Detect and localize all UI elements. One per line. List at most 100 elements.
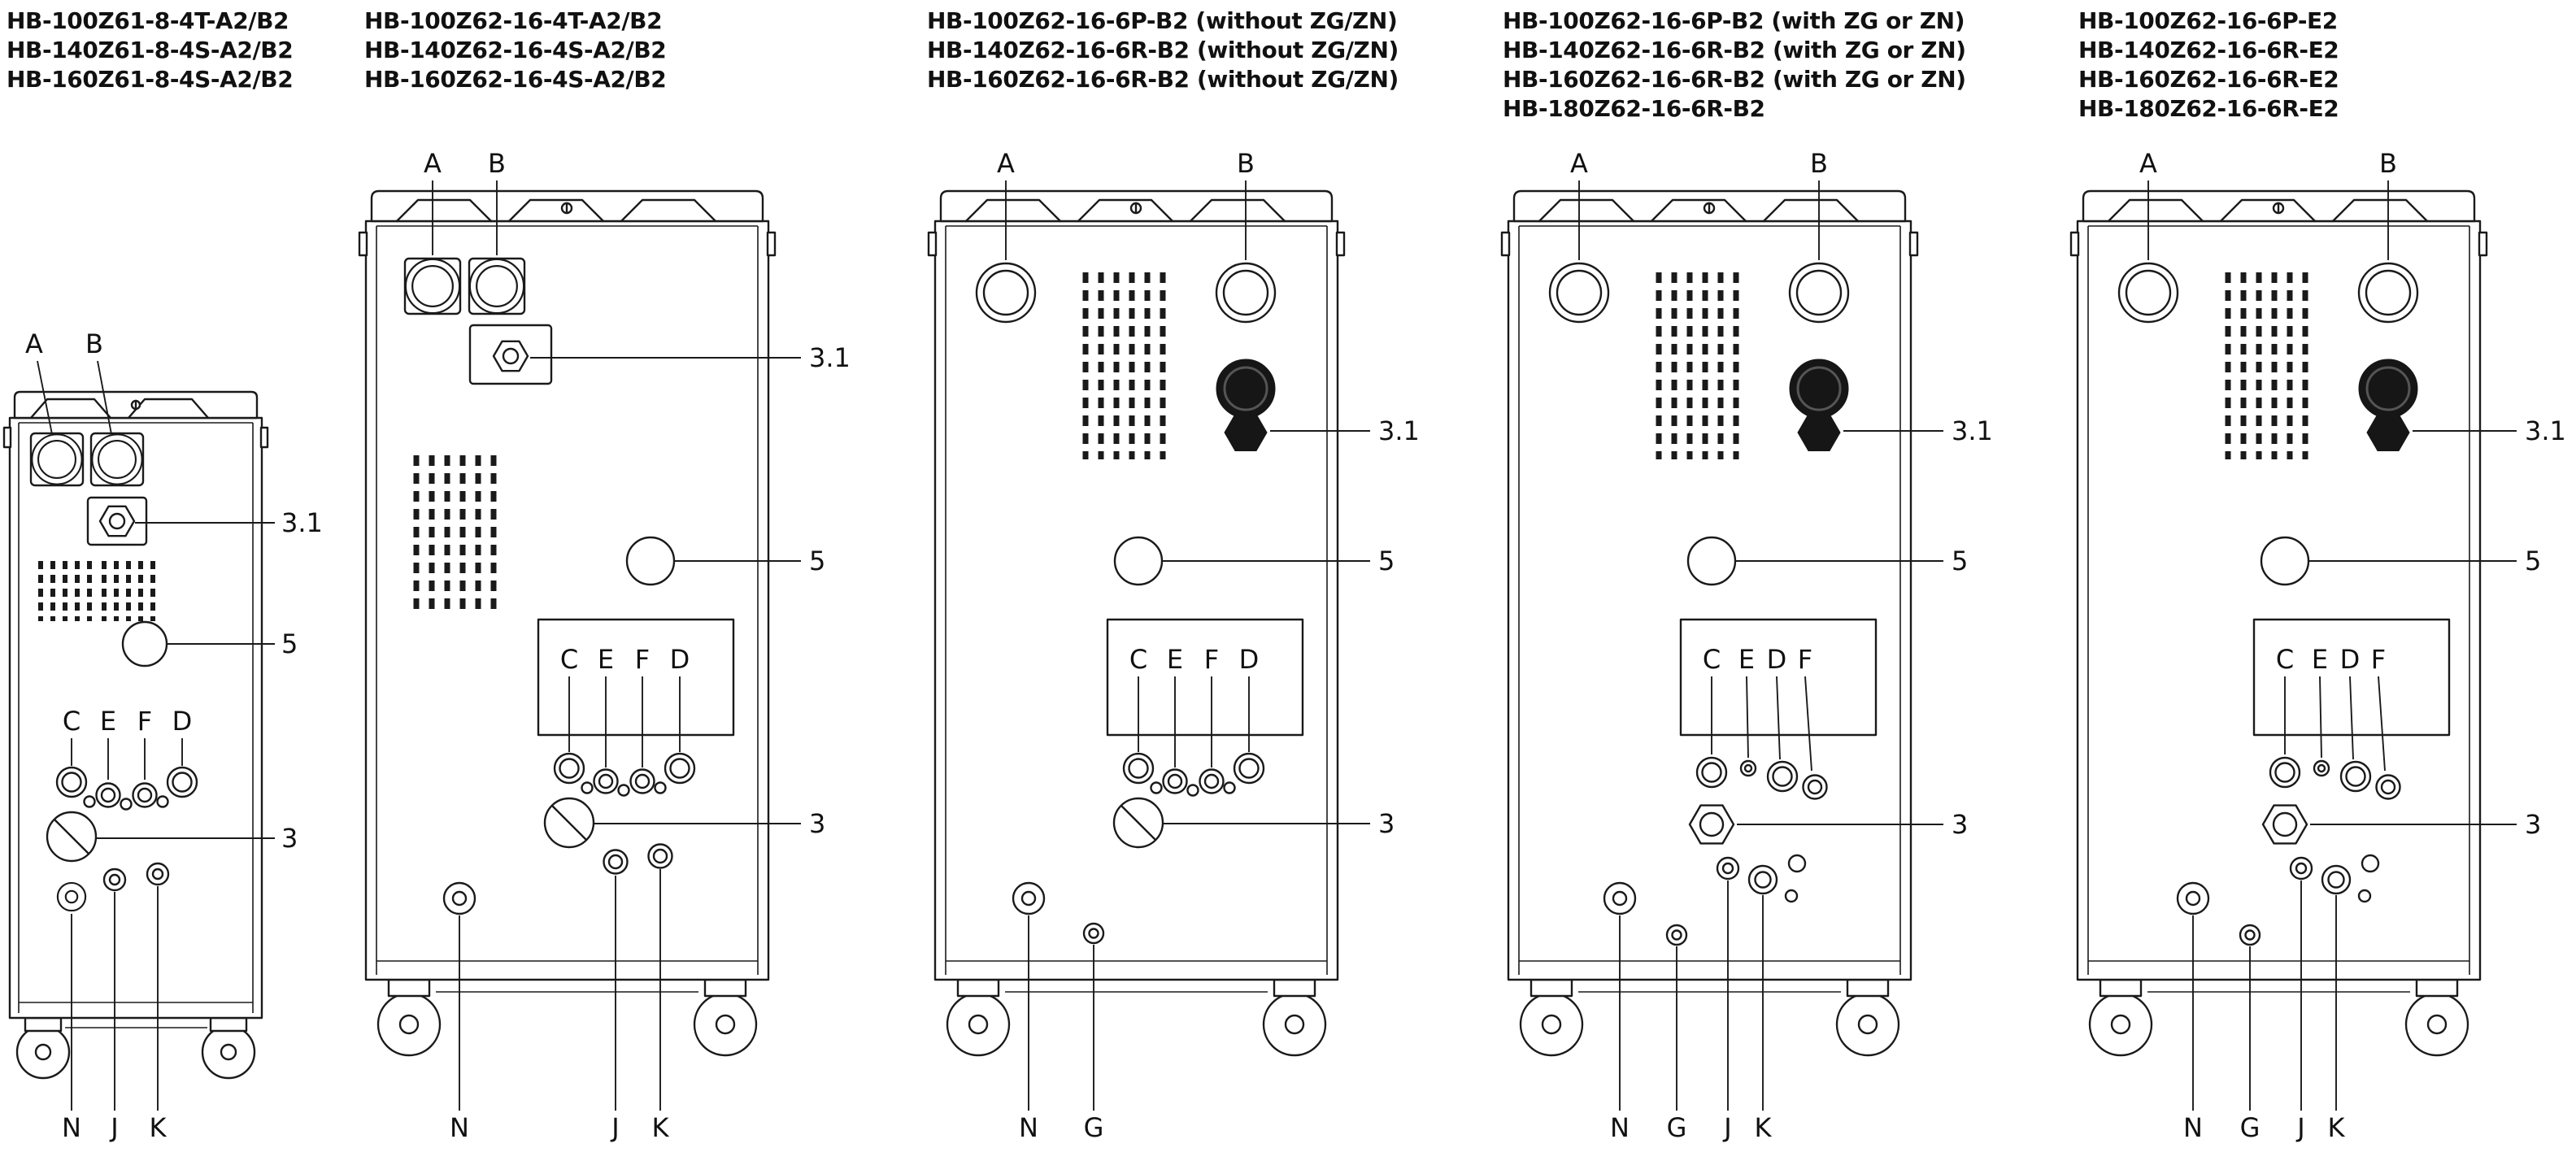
model-list-1: HB-100Z61-8-4T-A2/B2 HB-140Z61-8-4S-A2/B… (7, 7, 294, 94)
callout-label-d: D (172, 706, 193, 737)
fitting-3-1 (492, 340, 529, 372)
machine-body (927, 189, 1346, 1057)
model-list-3: HB-100Z62-16-6P-B2 (without ZG/ZN) HB-14… (927, 7, 1399, 94)
callout-label-e: E (1738, 644, 1755, 675)
hole-5 (1113, 536, 1164, 586)
leader-d (1776, 676, 1781, 760)
model-number: HB-140Z62-16-6R-B2 (without ZG/ZN) (927, 37, 1399, 63)
model-number: HB-100Z62-16-4T-A2/B2 (364, 7, 663, 34)
connector-b (91, 433, 143, 485)
callout-label-c: C (2276, 644, 2294, 675)
callout-label-a: A (424, 148, 442, 179)
callout-label-g: G (1667, 1112, 1687, 1143)
callout-label-b: B (1810, 148, 1828, 179)
callout-label-3: 3 (1378, 808, 1395, 839)
callout-label-g: G (2240, 1112, 2261, 1143)
callout-label-b: B (1237, 148, 1255, 179)
callout-label-a: A (25, 328, 43, 359)
leader-f (2378, 676, 2386, 772)
connector-b (468, 258, 525, 315)
connector-a (1548, 262, 1610, 324)
connector-a (975, 262, 1037, 324)
callout-label-3-1: 3.1 (2525, 415, 2566, 446)
hole-n (56, 881, 87, 912)
callout-label-n: N (450, 1112, 469, 1143)
callout-label-d: D (1239, 644, 1260, 675)
machine-body (2, 390, 269, 1080)
callout-label-k: K (2328, 1112, 2346, 1143)
connector-a (31, 433, 83, 485)
port-k (146, 862, 170, 886)
hole-g (1082, 922, 1105, 945)
leader-e (2319, 676, 2322, 759)
machine-drawing-1: A B 3.1 5 3 C E F D N J K (2, 328, 323, 1143)
hole-5 (2260, 536, 2310, 586)
callout-label-f: F (2371, 644, 2386, 675)
callout-label-d: D (1767, 644, 1787, 675)
hole-n (1603, 881, 1637, 915)
leader-a (37, 360, 53, 435)
callout-label-n: N (1019, 1112, 1038, 1143)
machine-body (2069, 189, 2488, 1057)
leader-f (1804, 676, 1812, 772)
callout-label-d: D (2340, 644, 2361, 675)
model-number: HB-160Z62-16-4S-A2/B2 (364, 66, 667, 93)
callout-label-c: C (1703, 644, 1721, 675)
model-number: HB-100Z62-16-6P-B2 (with ZG or ZN) (1503, 7, 1965, 34)
model-list-2: HB-100Z62-16-4T-A2/B2 HB-140Z62-16-4S-A2… (364, 7, 667, 94)
callout-label-d: D (670, 644, 690, 675)
machine-drawing-2: A B 3.1 5 3 C E F D N J K (358, 148, 851, 1143)
machine-drawing-3: A B 3.1 5 3 C E F D N G (927, 148, 1420, 1143)
callout-label-3: 3 (281, 823, 298, 854)
model-number: HB-180Z62-16-6R-B2 (1503, 95, 1765, 122)
model-number: HB-100Z62-16-6P-B2 (without ZG/ZN) (927, 7, 1398, 34)
callout-label-f: F (1204, 644, 1219, 675)
hole-g (2239, 924, 2261, 946)
model-number: HB-160Z62-16-6R-B2 (with ZG or ZN) (1503, 66, 1966, 93)
model-number: HB-160Z62-16-6R-B2 (without ZG/ZN) (927, 66, 1399, 93)
machine-body (1500, 189, 1919, 1057)
leader-e (1746, 676, 1749, 759)
port-j (603, 849, 629, 875)
callout-label-k: K (652, 1112, 670, 1143)
leader-b (97, 360, 112, 435)
machine-drawing-4: A B 3.1 5 3 C E D F N G J K (1500, 148, 1993, 1143)
callout-label-n: N (62, 1112, 81, 1143)
callout-label-j: J (610, 1112, 619, 1143)
callout-label-3-1: 3.1 (1952, 415, 1993, 446)
callout-label-j: J (2295, 1112, 2304, 1143)
callout-label-j: J (109, 1112, 118, 1143)
model-number: HB-160Z61-8-4S-A2/B2 (7, 66, 294, 93)
callout-label-c: C (63, 706, 80, 737)
callout-label-5: 5 (809, 546, 825, 576)
callout-label-b: B (488, 148, 506, 179)
callout-label-3-1: 3.1 (809, 342, 851, 373)
callout-label-f: F (137, 706, 152, 737)
port-k (647, 843, 673, 869)
callout-label-c: C (560, 644, 578, 675)
connector-a (2117, 262, 2179, 324)
model-number: HB-140Z61-8-4S-A2/B2 (7, 37, 294, 63)
callout-label-5: 5 (2525, 546, 2541, 576)
callout-label-e: E (100, 706, 116, 737)
port-j (102, 867, 127, 892)
hole-n (2176, 881, 2210, 915)
callout-label-a: A (2139, 148, 2157, 179)
fitting-3-1 (98, 505, 136, 537)
callout-label-5: 5 (1952, 546, 1968, 576)
hole-5 (1686, 536, 1737, 586)
callout-label-e: E (598, 644, 614, 675)
connector-panel-frame (537, 618, 735, 737)
callout-label-a: A (997, 148, 1015, 179)
hole-n (442, 881, 476, 915)
hole-n (1012, 881, 1046, 915)
model-number: HB-140Z62-16-6R-B2 (with ZG or ZN) (1503, 37, 1966, 63)
callout-label-b: B (85, 328, 103, 359)
callout-label-n: N (1610, 1112, 1630, 1143)
model-list-5: HB-100Z62-16-6P-E2 HB-140Z62-16-6R-E2 HB… (2078, 7, 2339, 124)
callout-label-5: 5 (1378, 546, 1395, 576)
machine-body (358, 189, 777, 1057)
callout-label-k: K (150, 1112, 168, 1143)
